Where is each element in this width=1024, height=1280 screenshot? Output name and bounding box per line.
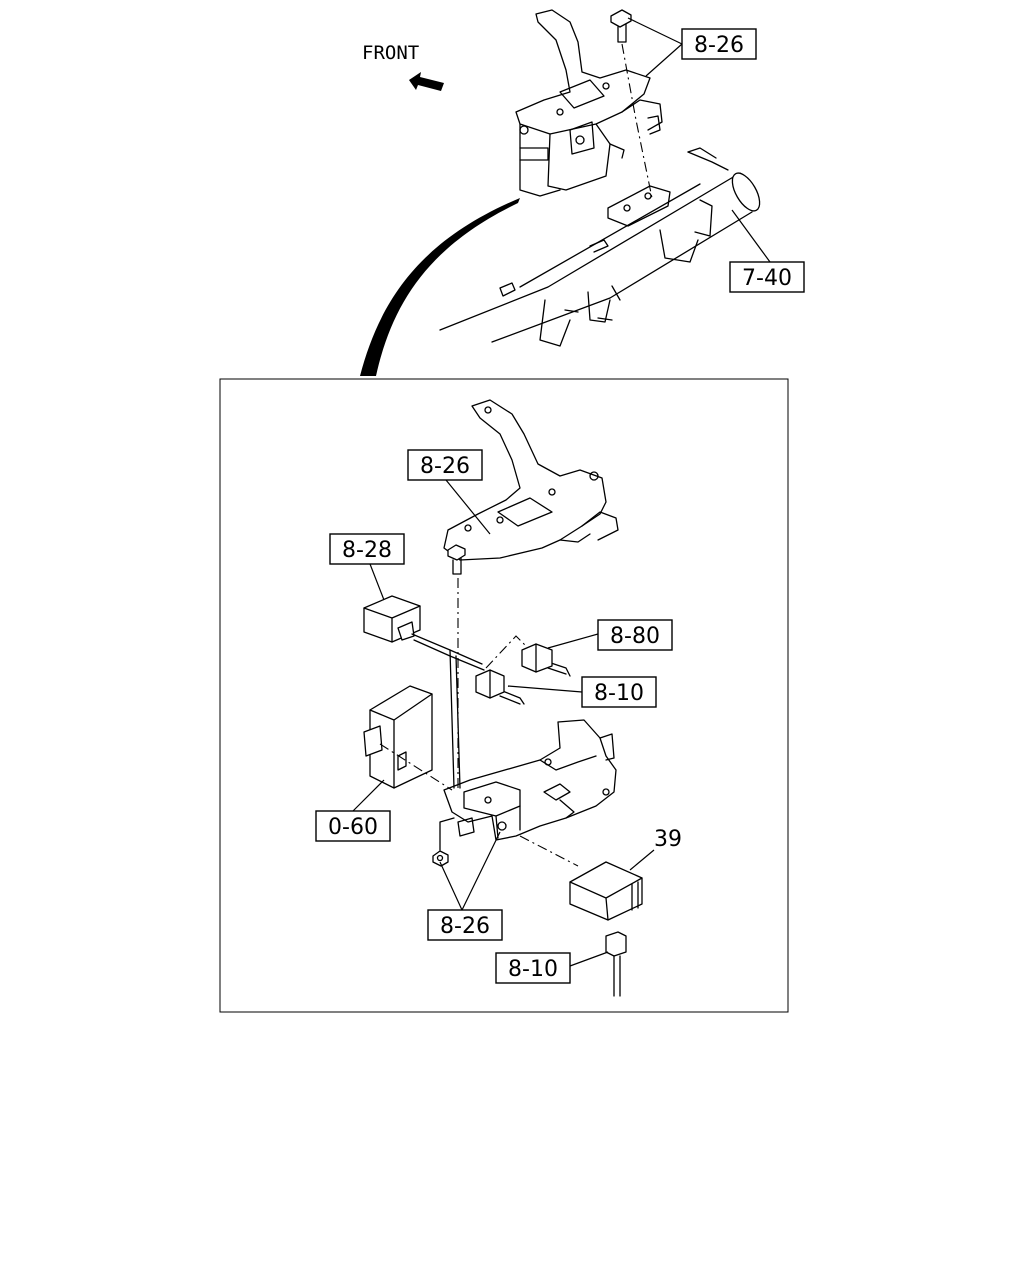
svg-text:8-26: 8-26 xyxy=(420,454,470,479)
connector-mid xyxy=(475,669,505,699)
svg-text:8-10: 8-10 xyxy=(508,957,558,982)
callout-connector-bottom: 8-10 xyxy=(495,951,609,984)
control-unit-axis xyxy=(379,743,453,791)
callout-connector-right: 8-80 xyxy=(547,619,673,651)
top-assembly-view: FRONT xyxy=(360,9,805,376)
svg-text:0-60: 0-60 xyxy=(328,815,378,840)
callout-relay-left: 8-28 xyxy=(329,533,405,601)
connector-bottom xyxy=(605,931,627,997)
svg-text:39: 39 xyxy=(654,827,682,852)
detail-upper-bracket xyxy=(443,399,619,561)
callout-cover-part: 39 xyxy=(629,827,682,871)
callout-bracket-detail: 8-26 xyxy=(407,449,491,535)
callout-frame: 7-40 xyxy=(729,209,805,293)
callout-fasteners-bottom: 8-26 xyxy=(427,831,503,941)
svg-text:8-28: 8-28 xyxy=(342,538,392,563)
svg-text:8-10: 8-10 xyxy=(594,681,644,706)
connector-right xyxy=(521,643,553,673)
detail-nut xyxy=(432,817,455,867)
cover-part xyxy=(569,861,643,921)
upper-bracket-assembly xyxy=(515,9,663,197)
callout-connector-mid: 8-10 xyxy=(507,676,657,708)
top-bolt xyxy=(610,9,632,43)
callout-control-unit: 0-60 xyxy=(315,779,391,842)
wire-harness xyxy=(411,633,571,789)
svg-text:8-26: 8-26 xyxy=(440,914,490,939)
control-unit xyxy=(363,685,433,789)
detail-frame xyxy=(219,378,789,1013)
relay-left xyxy=(363,595,421,643)
detail-link-arrow xyxy=(360,198,520,376)
arrow-front-icon xyxy=(409,72,444,91)
top-bolt-axis xyxy=(621,43,653,199)
detail-bolt xyxy=(447,544,466,575)
front-label: FRONT xyxy=(362,42,419,64)
cover-axis xyxy=(519,835,579,867)
svg-text:7-40: 7-40 xyxy=(742,266,792,291)
detail-view: 8-26 8-28 xyxy=(219,378,789,1013)
lower-bracket xyxy=(443,719,617,841)
callout-top-bolt: 8-26 xyxy=(627,17,757,77)
svg-text:8-26: 8-26 xyxy=(694,33,744,58)
svg-text:8-80: 8-80 xyxy=(610,624,660,649)
connector-mid-axis xyxy=(485,635,529,669)
